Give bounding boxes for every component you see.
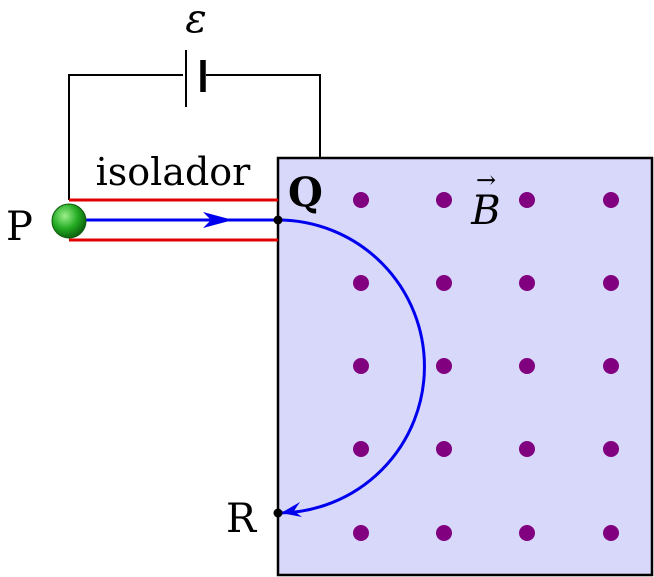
particle-trajectory	[69, 218, 426, 515]
magnetic-field-region	[276, 156, 654, 577]
field-label: B	[470, 188, 500, 234]
field-dot	[603, 525, 619, 541]
field-dot	[519, 358, 535, 374]
point-r-marker	[273, 508, 283, 518]
field-dot	[603, 441, 619, 457]
field-dot	[436, 441, 452, 457]
insulator-plates	[69, 198, 278, 242]
field-dot	[436, 192, 452, 208]
field-dot	[353, 441, 369, 457]
point-r-label: R	[226, 496, 258, 542]
emf-label: ε	[185, 0, 206, 42]
field-dot	[603, 275, 619, 291]
field-dot	[519, 525, 535, 541]
field-dot-grid	[353, 192, 619, 541]
field-dot	[353, 358, 369, 374]
field-dot	[353, 192, 369, 208]
field-dot	[603, 192, 619, 208]
green-sphere-icon	[51, 203, 87, 239]
field-dot	[353, 525, 369, 541]
field-dot	[353, 275, 369, 291]
point-p-label: P	[6, 204, 33, 250]
point-q-marker	[273, 215, 283, 225]
point-q-label: Q	[288, 169, 323, 216]
field-dot	[436, 358, 452, 374]
battery-icon	[185, 50, 206, 107]
field-arrow: →	[476, 166, 496, 194]
trajectory-arrowhead-end	[281, 502, 302, 517]
field-dot	[436, 525, 452, 541]
trajectory-arrowhead-right	[203, 212, 233, 228]
insulator-label: isolador	[96, 150, 252, 194]
field-dot	[519, 441, 535, 457]
field-dot	[603, 358, 619, 374]
circuit-wire	[68, 74, 321, 200]
field-dot	[436, 275, 452, 291]
field-dot	[519, 192, 535, 208]
field-dot	[519, 275, 535, 291]
